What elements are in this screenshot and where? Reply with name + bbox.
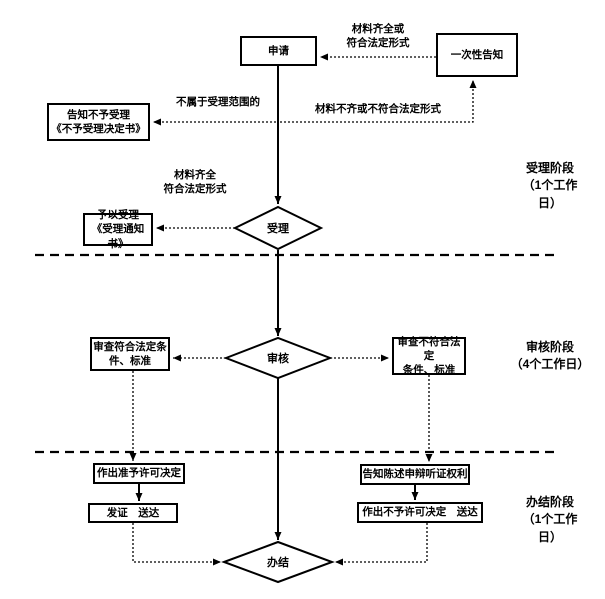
stage-separators bbox=[35, 253, 555, 454]
apply-node: 申请 bbox=[240, 36, 317, 66]
review-pass-node: 审查符合法定条 件、标准 bbox=[90, 337, 170, 371]
complete-diamond bbox=[221, 540, 335, 584]
solid-flow-lines bbox=[135, 66, 419, 540]
edge-label-complete-or-legal: 材料齐全或 符合法定形式 bbox=[346, 23, 410, 50]
accept-diamond-label: 受理 bbox=[267, 223, 289, 235]
edge-label-out-of-scope: 不属于受理范围的 bbox=[176, 96, 260, 108]
dotted-flow-lines bbox=[129, 53, 477, 566]
stage-label-review: 审核阶段 （4个工作日） bbox=[510, 340, 590, 372]
stage-label-accept: 受理阶段 （1个工作 日） bbox=[522, 161, 578, 210]
issue-deliver-node: 发证 送达 bbox=[88, 503, 178, 523]
accept-diamond bbox=[232, 205, 324, 251]
edge-label-complete-legal: 材料齐全 符合法定形式 bbox=[163, 169, 227, 196]
hearing-rights-node: 告知陈述申辩听证权利 bbox=[360, 464, 470, 485]
review-diamond bbox=[223, 336, 333, 380]
deny-deliver-node: 作出不予许可决定 送达 bbox=[357, 502, 483, 523]
review-diamond-label: 审核 bbox=[267, 353, 289, 365]
accept-notice-node: 予以受理 《受理通知书》 bbox=[83, 209, 153, 250]
review-fail-node: 审查不符合法定 条件、标准 bbox=[392, 336, 466, 376]
complete-diamond-label: 办结 bbox=[267, 557, 289, 569]
reject-notice-node: 告知不予受理 《不予受理决定书》 bbox=[47, 103, 150, 141]
one-time-notice-node: 一次性告知 bbox=[436, 33, 518, 77]
decision-diamonds bbox=[221, 205, 335, 584]
edge-label-incomplete-or-illegal: 材料不齐或不符合法定形式 bbox=[315, 103, 441, 115]
grant-decision-node: 作出准予许可决定 bbox=[93, 463, 185, 484]
stage-label-complete: 办结阶段 （1个工作 日） bbox=[522, 495, 578, 544]
